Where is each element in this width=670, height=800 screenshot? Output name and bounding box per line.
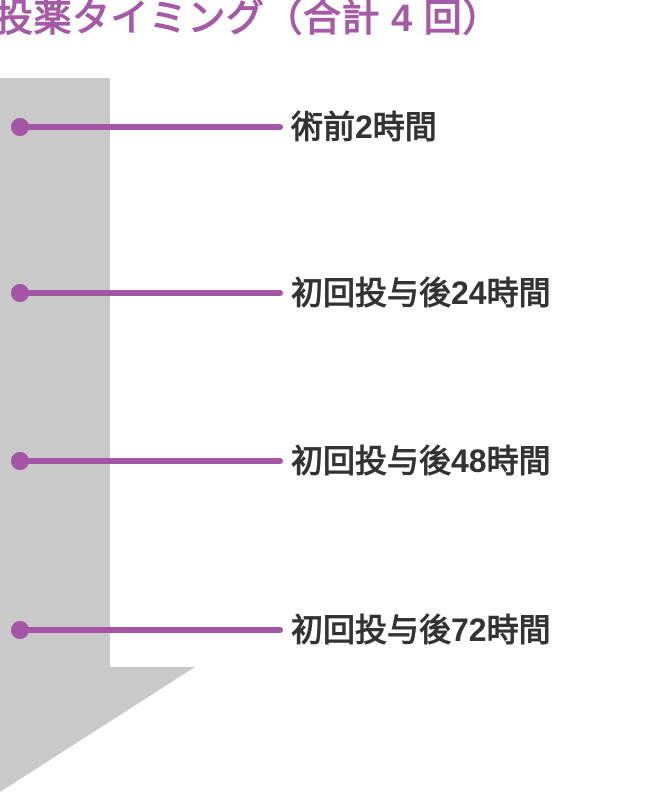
connector-line xyxy=(20,458,283,464)
timeline-item: 初回投与後24時間 xyxy=(11,275,551,311)
diagram-title: 投薬タイミング（合計 4 回） xyxy=(0,0,501,40)
connector-line xyxy=(20,290,283,296)
connector-line xyxy=(20,627,283,633)
timeline-item: 初回投与後48時間 xyxy=(11,443,551,479)
timeline-label: 術前2時間 xyxy=(291,109,437,145)
timeline-label: 初回投与後72時間 xyxy=(291,612,551,648)
timeline-item: 初回投与後72時間 xyxy=(11,612,551,648)
timeline-label: 初回投与後48時間 xyxy=(291,443,551,479)
timeline-label: 初回投与後24時間 xyxy=(291,275,551,311)
connector-line xyxy=(20,124,283,130)
timeline-item: 術前2時間 xyxy=(11,109,437,145)
